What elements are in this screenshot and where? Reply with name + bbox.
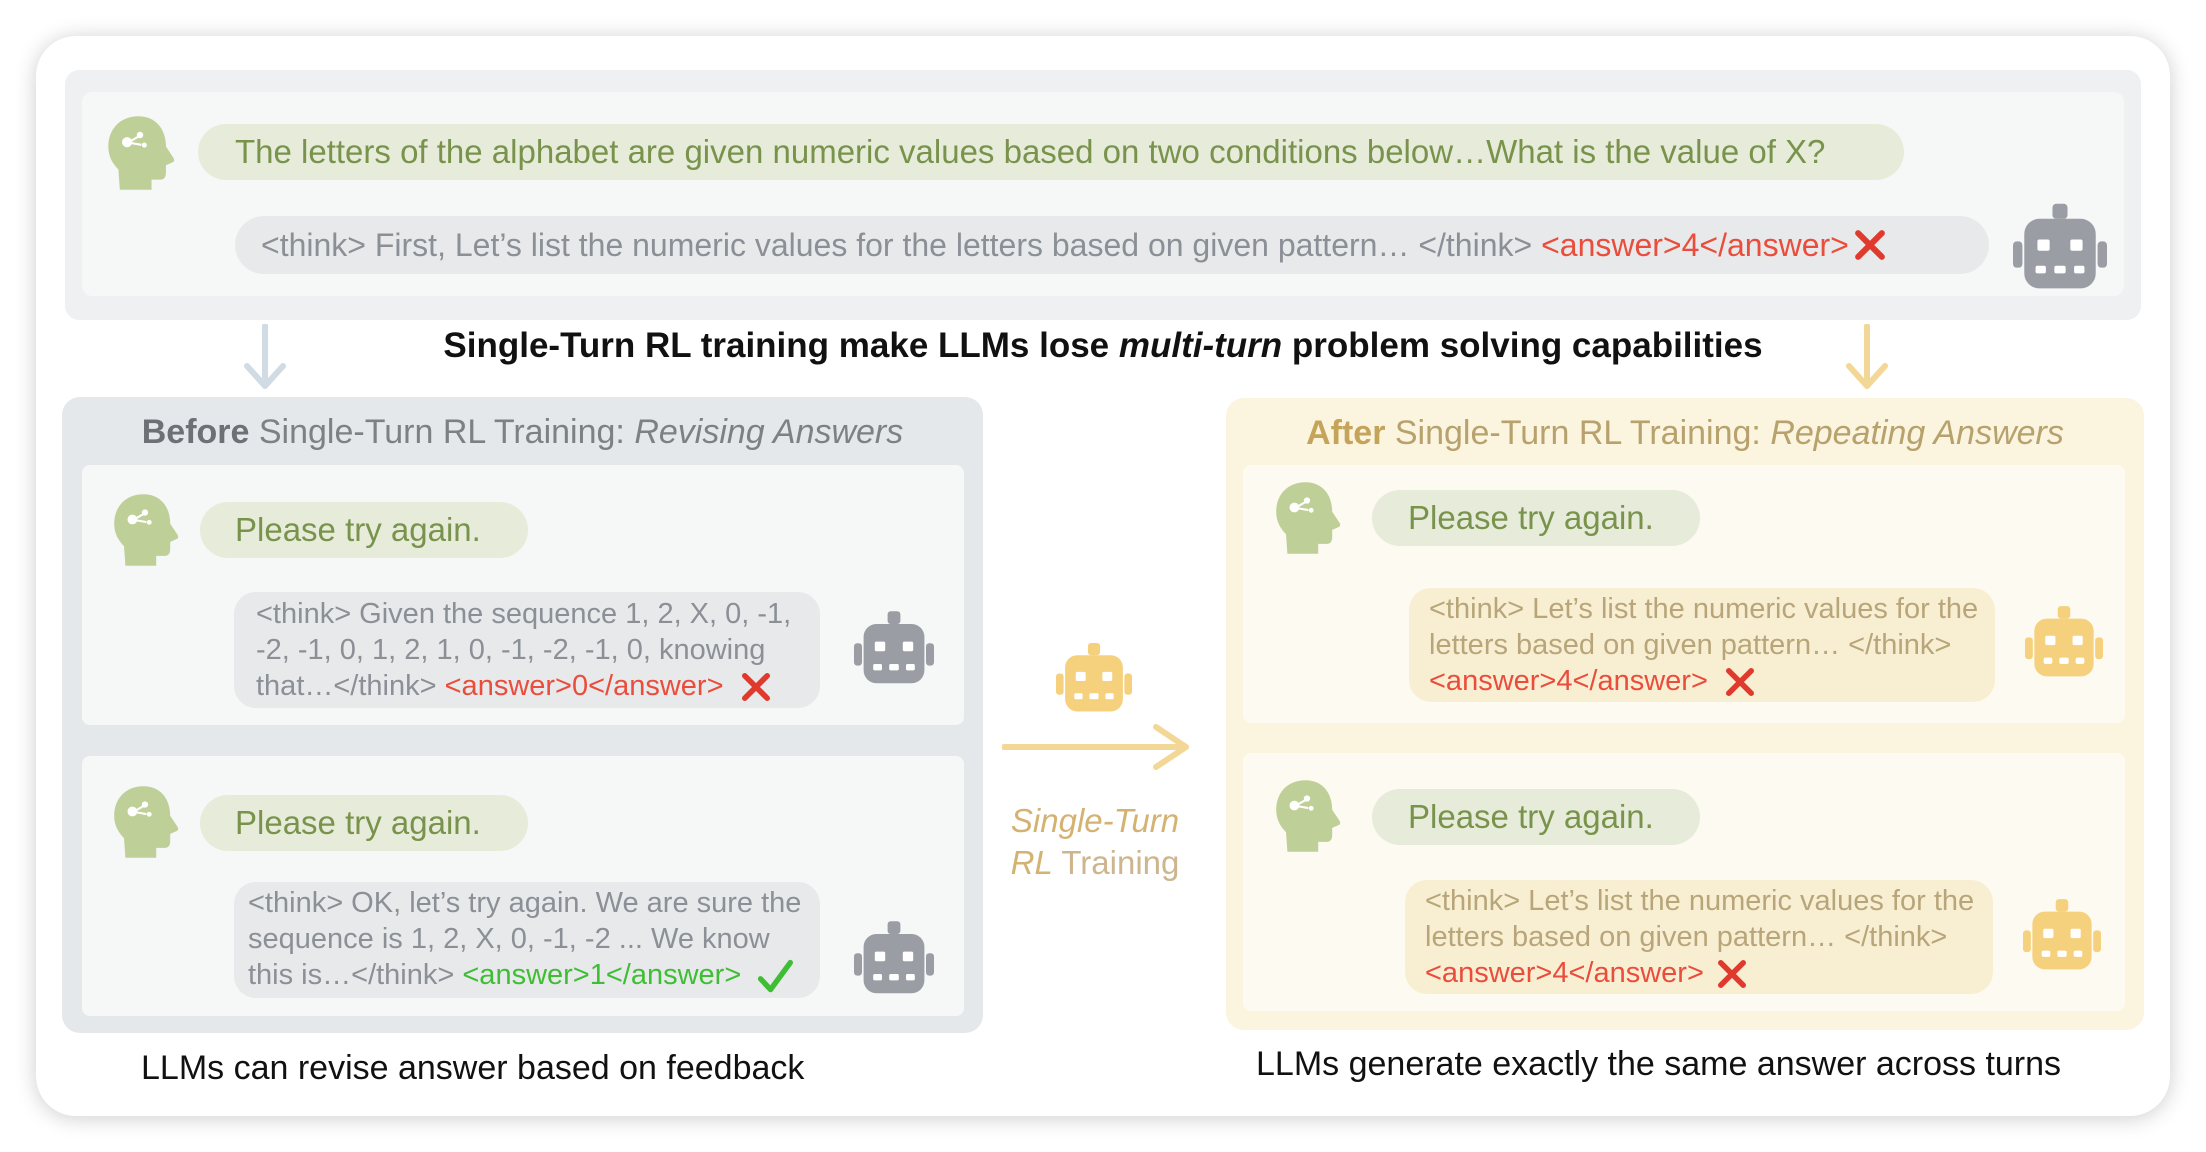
user-head-icon [1272, 478, 1342, 558]
middle-label-line1: Single-Turn [1010, 802, 1180, 839]
robot-icon [2013, 200, 2107, 294]
user-head-icon [1272, 776, 1342, 856]
after-title-bold: After [1306, 414, 1386, 452]
after-title-plain: Single-Turn RL Training: [1385, 414, 1771, 452]
after-panel-title: After Single-Turn RL Training: Repeating… [1226, 414, 2144, 453]
before-panel-title: Before Single-Turn RL Training: Revising… [62, 413, 983, 452]
middle-label: Single-Turn RL Training [980, 800, 1210, 884]
middle-label-training: Training [1052, 844, 1180, 881]
right-arrow-icon [1002, 724, 1189, 770]
response-line: <think> OK, let’s try again. We are sure… [248, 887, 802, 920]
before-title-bold: Before [141, 413, 250, 451]
response-line: that…</think> <answer>0</answer> [256, 668, 798, 704]
heading-part1: Single-Turn RL training make LLMs lose [443, 326, 1119, 365]
prompt-text: Please try again. [235, 511, 481, 548]
response-think-text: <think> First, Let’s list the numeric va… [261, 226, 1542, 263]
question-bubble: The letters of the alphabet are given nu… [198, 124, 1904, 180]
prompt-text: Please try again. [1408, 499, 1654, 536]
response-line: <think> Let’s list the numeric values fo… [1425, 885, 1975, 917]
down-arrow-icon [244, 324, 286, 389]
response-line: <think> Let’s list the numeric values fo… [1429, 593, 1979, 625]
before-turn-1-prompt: Please try again. [200, 502, 528, 558]
cross-icon [1724, 666, 1756, 698]
user-head-icon [110, 490, 180, 570]
after-turn-2-prompt: Please try again. [1372, 789, 1700, 845]
check-icon [757, 959, 793, 995]
response-line: <answer>4</answer> [1425, 955, 1973, 991]
heading-emphasis: multi-turn [1118, 326, 1283, 365]
response-line: letters based on given pattern… </think> [1429, 629, 1952, 661]
prompt-text: Please try again. [1408, 798, 1654, 835]
after-turn-2-response: <think> Let’s list the numeric values fo… [1405, 880, 1993, 994]
robot-icon [2018, 603, 2110, 681]
response-answer-text: <answer>4</answer> [1541, 226, 1849, 263]
middle-label-rl: RL [1010, 844, 1053, 881]
cross-icon [1716, 958, 1748, 990]
response-text: that…</think> [256, 670, 445, 702]
before-title-italic: Revising Answers [634, 413, 904, 451]
answer-text: <answer>4</answer> [1425, 957, 1704, 989]
after-title-italic: Repeating Answers [1770, 414, 2064, 452]
response-line: <answer>4</answer> [1429, 663, 1975, 699]
response-line: -2, -1, 0, 1, 2, 1, 0, -1, -2, -1, 0, kn… [256, 634, 766, 666]
before-turn-1-response: <think> Given the sequence 1, 2, X, 0, -… [234, 592, 820, 708]
robot-icon [847, 608, 941, 688]
after-turn-1-response: <think> Let’s list the numeric values fo… [1409, 588, 1995, 702]
response-line: letters based on given pattern… </think> [1425, 921, 1948, 953]
cross-icon [1853, 228, 1887, 262]
before-title-plain: Single-Turn RL Training: [249, 413, 635, 451]
before-caption: LLMs can revise answer based on feedback [141, 1049, 805, 1087]
down-arrow-icon [1846, 324, 1888, 389]
robot-icon [1049, 640, 1139, 716]
user-head-icon [104, 113, 176, 193]
robot-icon [847, 918, 941, 998]
after-turn-1-prompt: Please try again. [1372, 490, 1700, 546]
answer-text: <answer>4</answer> [1429, 665, 1708, 697]
question-text: The letters of the alphabet are given nu… [235, 133, 1826, 170]
figure-heading: Single-Turn RL training make LLMs lose m… [0, 326, 2206, 366]
after-caption: LLMs generate exactly the same answer ac… [1256, 1045, 2062, 1083]
before-turn-2-prompt: Please try again. [200, 795, 528, 851]
response-line: <think> Given the sequence 1, 2, X, 0, -… [256, 598, 792, 630]
before-turn-2-response: <think> OK, let’s try again. We are sure… [234, 882, 820, 998]
prompt-text: Please try again. [235, 804, 481, 841]
answer-text: <answer>1</answer> [462, 959, 742, 992]
user-head-icon [110, 782, 180, 862]
response-bubble: <think> First, Let’s list the numeric va… [235, 216, 1989, 274]
answer-text: <answer>0</answer> [444, 670, 724, 702]
robot-icon [2016, 896, 2108, 974]
response-line: this is…</think> <answer>1</answer> [248, 957, 798, 994]
response-line: sequence is 1, 2, X, 0, -1, -2 ... We kn… [248, 923, 770, 956]
cross-icon [740, 671, 772, 703]
response-text: this is…</think> [248, 959, 463, 992]
heading-part2: problem solving capabilities [1282, 326, 1763, 365]
